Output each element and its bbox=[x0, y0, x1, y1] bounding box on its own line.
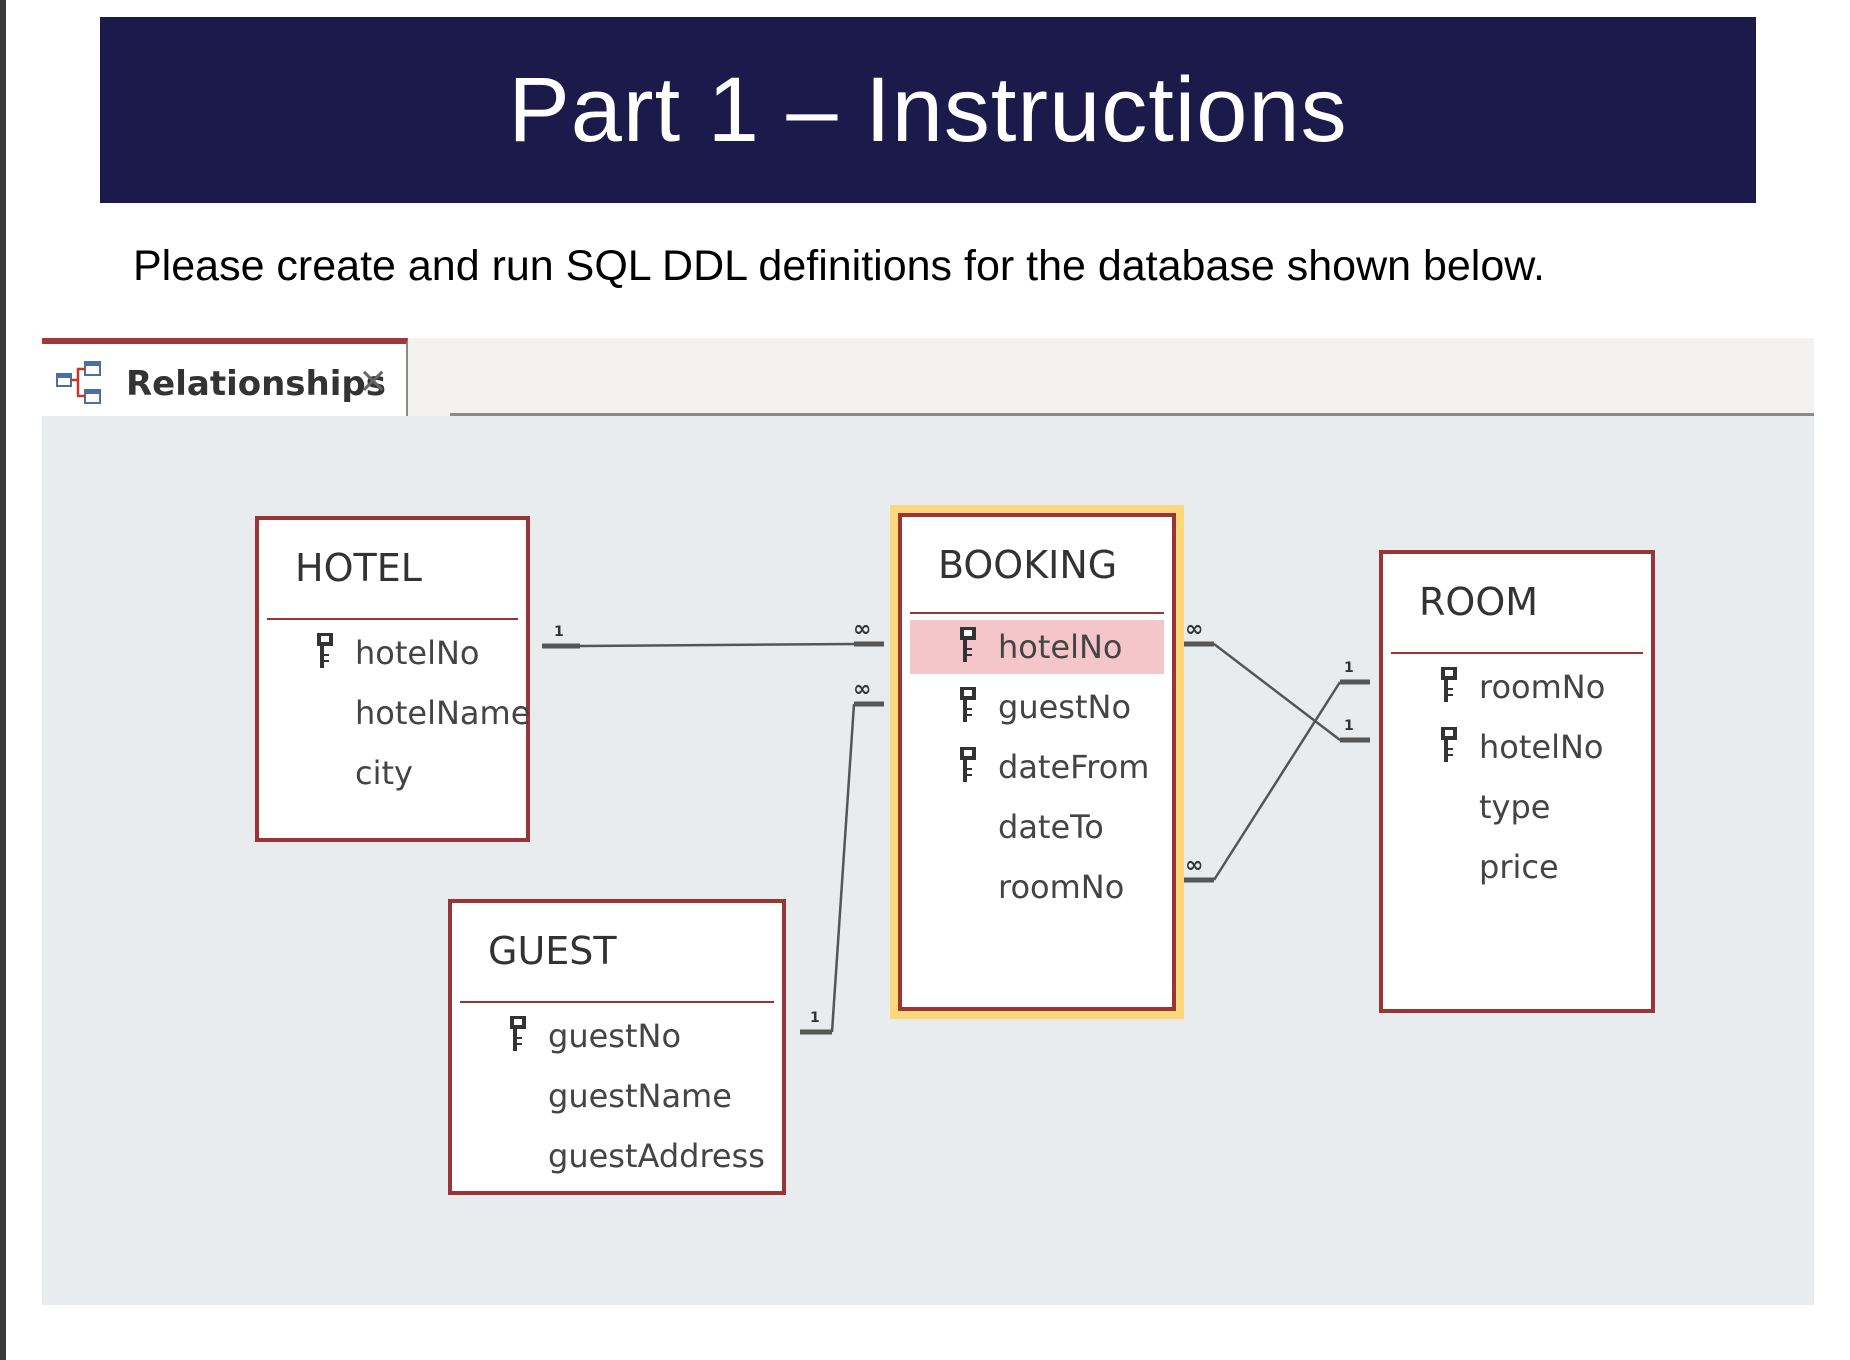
field-guestAddress[interactable]: guestAddress bbox=[452, 1129, 782, 1183]
field-roomNo[interactable]: roomNo bbox=[1383, 660, 1651, 714]
close-icon[interactable]: × bbox=[358, 360, 389, 401]
hotel-booking-line[interactable] bbox=[579, 642, 855, 648]
cardinality-one-label: 1 bbox=[1344, 660, 1354, 676]
tab-bar: Relationships × bbox=[42, 338, 1814, 418]
field-name: guestNo bbox=[548, 1017, 682, 1055]
page-title: Part 1 – Instructions bbox=[508, 58, 1348, 161]
primary-key-icon bbox=[510, 1016, 526, 1051]
cardinality-many-label: ∞ bbox=[853, 617, 871, 642]
guest-booking-line[interactable] bbox=[830, 703, 856, 1033]
table-guest[interactable]: GUEST guestNo guestName guestAddress bbox=[448, 899, 786, 1195]
primary-key-icon bbox=[1441, 727, 1457, 762]
tab-label: Relationships bbox=[126, 364, 386, 404]
table-divider bbox=[1391, 652, 1643, 654]
primary-key-icon bbox=[317, 633, 333, 668]
field-guestNo[interactable]: guestNo bbox=[452, 1009, 782, 1063]
field-city[interactable]: city bbox=[259, 746, 526, 800]
field-type[interactable]: type bbox=[1383, 780, 1651, 834]
field-roomNo[interactable]: roomNo bbox=[902, 860, 1172, 914]
cardinality-many-label: ∞ bbox=[1185, 617, 1203, 642]
relationship-lines: 1 ∞ ∞ 1 ∞ ∞ 1 1 bbox=[542, 617, 1370, 1035]
cardinality-one-label: 1 bbox=[554, 624, 564, 640]
relationships-canvas: 1 ∞ ∞ 1 ∞ ∞ 1 1 HOTEL hotelNo hotelName bbox=[42, 416, 1814, 1305]
field-name: dateTo bbox=[998, 808, 1104, 846]
table-divider bbox=[910, 612, 1164, 614]
field-name: guestNo bbox=[998, 688, 1132, 726]
cardinality-many-label: ∞ bbox=[853, 677, 871, 702]
tab-relationships[interactable]: Relationships × bbox=[42, 338, 408, 418]
table-divider bbox=[460, 1001, 774, 1003]
field-name: hotelName bbox=[355, 694, 531, 732]
table-booking[interactable]: BOOKING hotelNo guestNo bbox=[898, 513, 1176, 1011]
primary-key-icon bbox=[960, 687, 976, 722]
field-hotelNo[interactable]: hotelNo bbox=[1383, 720, 1651, 774]
tab-bar-divider bbox=[450, 413, 1814, 416]
cardinality-one-label: 1 bbox=[810, 1010, 820, 1026]
table-room[interactable]: ROOM roomNo hotelNo type bbox=[1379, 550, 1655, 1013]
field-name: hotelNo bbox=[1479, 728, 1604, 766]
primary-key-icon bbox=[960, 747, 976, 782]
field-hotelName[interactable]: hotelName bbox=[259, 686, 530, 740]
table-hotel[interactable]: HOTEL hotelNo hotelName city bbox=[255, 516, 530, 842]
relationships-icon bbox=[56, 361, 101, 404]
field-name: guestName bbox=[548, 1077, 732, 1115]
window-edge bbox=[0, 0, 6, 1360]
instruction-text: Please create and run SQL DDL definition… bbox=[133, 242, 1545, 290]
table-title: GUEST bbox=[488, 929, 617, 973]
field-dateTo[interactable]: dateTo bbox=[902, 800, 1172, 854]
cardinality-one-label: 1 bbox=[1344, 718, 1354, 734]
booking-room-hotel-line[interactable] bbox=[1213, 643, 1341, 741]
field-guestNo[interactable]: guestNo bbox=[902, 680, 1172, 734]
field-price[interactable]: price bbox=[1383, 840, 1651, 894]
table-title: ROOM bbox=[1419, 580, 1539, 624]
field-dateFrom[interactable]: dateFrom bbox=[902, 740, 1172, 794]
field-hotelNo[interactable]: hotelNo bbox=[259, 626, 526, 680]
cardinality-many-label: ∞ bbox=[1185, 853, 1203, 878]
primary-key-icon bbox=[1441, 667, 1457, 702]
field-name: dateFrom bbox=[998, 748, 1150, 786]
field-name: hotelNo bbox=[355, 634, 480, 672]
field-name: city bbox=[355, 754, 413, 792]
table-divider bbox=[267, 618, 518, 620]
field-hotelNo[interactable]: hotelNo bbox=[910, 620, 1164, 674]
table-title: HOTEL bbox=[295, 546, 422, 590]
field-name: guestAddress bbox=[548, 1137, 765, 1175]
field-guestName[interactable]: guestName bbox=[452, 1069, 782, 1123]
booking-room-room-line[interactable] bbox=[1212, 681, 1342, 881]
field-name: type bbox=[1479, 788, 1551, 826]
field-name: roomNo bbox=[998, 868, 1125, 906]
title-banner: Part 1 – Instructions bbox=[100, 17, 1756, 203]
field-name: roomNo bbox=[1479, 668, 1606, 706]
table-title: BOOKING bbox=[938, 543, 1118, 587]
primary-key-icon bbox=[960, 627, 976, 662]
field-name: hotelNo bbox=[998, 628, 1123, 666]
field-name: price bbox=[1479, 848, 1559, 886]
